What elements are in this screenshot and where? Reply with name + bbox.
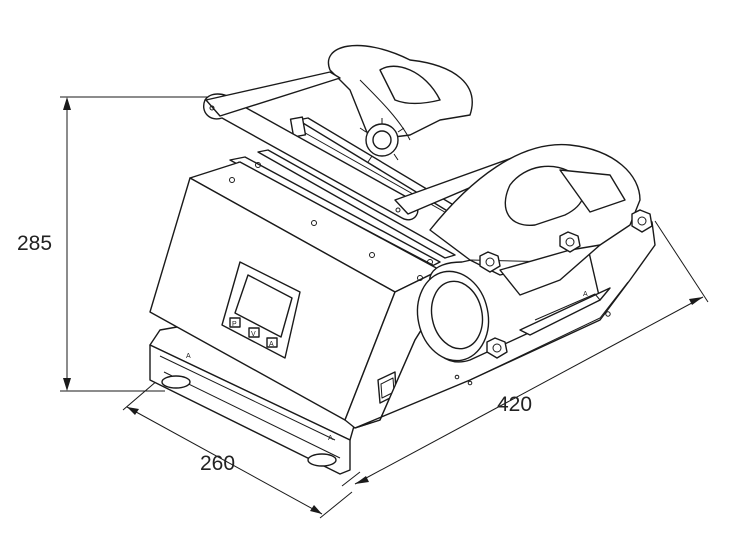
rear-marker: A bbox=[583, 291, 588, 298]
front-arm bbox=[429, 143, 641, 296]
button-a[interactable]: A bbox=[266, 337, 278, 348]
length-dimension: 420 bbox=[341, 220, 709, 487]
foot-left bbox=[161, 375, 191, 389]
pivot-bolt-left bbox=[479, 251, 501, 273]
pivot-bolt-lower bbox=[486, 337, 508, 359]
control-box: P V A bbox=[149, 161, 441, 429]
foot-marker-left: A bbox=[186, 353, 191, 360]
button-v[interactable]: V bbox=[248, 327, 260, 338]
foot-marker-right: A bbox=[328, 435, 333, 442]
rear-knob[interactable] bbox=[359, 118, 405, 163]
width-label: 260 bbox=[200, 452, 235, 475]
pivot-bolt-middle bbox=[559, 231, 581, 253]
height-label: 285 bbox=[17, 232, 52, 255]
button-a-label: A bbox=[269, 341, 274, 348]
button-p-label: P bbox=[232, 321, 237, 328]
button-p[interactable]: P bbox=[229, 317, 241, 328]
pivot-bolt-top bbox=[631, 209, 653, 233]
width-dimension: 260 bbox=[122, 379, 353, 519]
button-v-label: V bbox=[251, 331, 256, 338]
height-dimension: 285 bbox=[17, 96, 215, 392]
pivot-bolts bbox=[479, 209, 653, 359]
display-screen bbox=[234, 274, 293, 338]
rear-arm bbox=[327, 44, 473, 141]
length-label: 420 bbox=[497, 393, 532, 416]
foot-right bbox=[307, 453, 337, 467]
